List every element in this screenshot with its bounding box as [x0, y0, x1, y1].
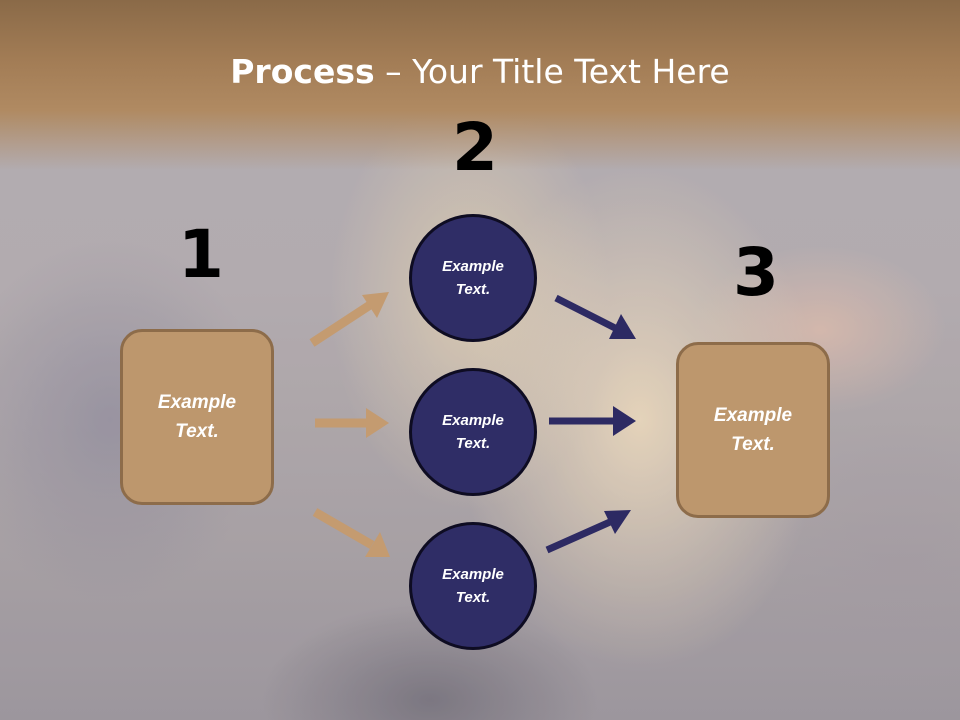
right-box: Example Text. [676, 342, 830, 518]
step-number-1: 1 [178, 216, 224, 293]
title-bold: Process [230, 52, 375, 91]
left-box: Example Text. [120, 329, 274, 505]
right-box-text: Example Text. [713, 405, 793, 455]
arrow-middle-to-right [549, 406, 636, 436]
circle-bottom: Example Text. [409, 522, 537, 650]
arrow-top-to-right [554, 294, 636, 339]
circle-top: Example Text. [409, 214, 537, 342]
circle-top-text: Example Text. [442, 258, 504, 298]
circle-bottom-text: Example Text. [442, 566, 504, 606]
arrow-left-to-middle [315, 408, 389, 438]
title-band [0, 0, 960, 170]
arrow-left-to-bottom [312, 508, 390, 557]
circle-middle-text: Example Text. [442, 412, 504, 452]
step-number-2: 2 [452, 109, 498, 186]
circle-middle: Example Text. [409, 368, 537, 496]
arrow-bottom-to-right [545, 510, 631, 554]
step-number-3: 3 [733, 234, 779, 311]
slide-title: Process – Your Title Text Here [0, 52, 960, 91]
left-box-text: Example Text. [157, 392, 237, 442]
title-rest: – Your Title Text Here [374, 52, 730, 91]
arrow-left-to-top [309, 292, 389, 347]
